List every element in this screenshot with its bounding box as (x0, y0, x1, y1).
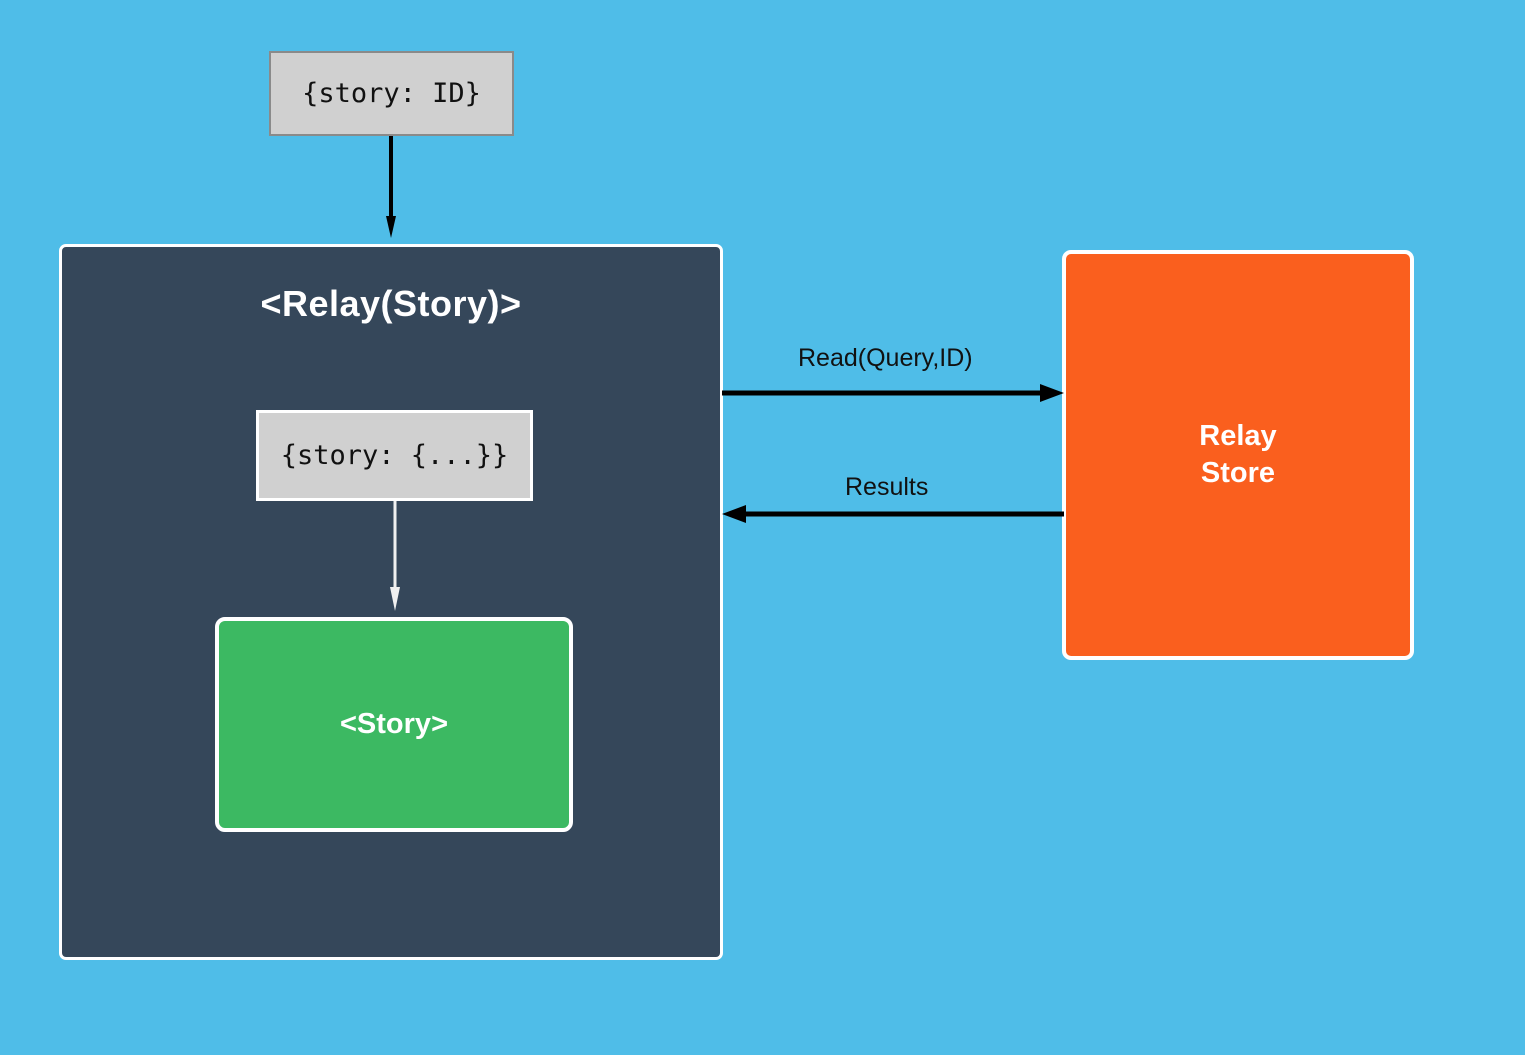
node-story-component: <Story> (215, 617, 573, 832)
edge-props-into-story-arrow (390, 501, 400, 611)
node-story-props: {story: {...}} (256, 410, 533, 501)
relay-story-title: <Relay(Story)> (260, 283, 522, 324)
node-relay-story-container: <Relay(Story)> {story: {...}} <Story> (59, 244, 723, 960)
node-story-id-props: {story: ID} (269, 51, 514, 136)
edge-results-arrow (722, 505, 1064, 523)
story-props-label: {story: {...}} (280, 440, 509, 471)
relay-store-label: Relay Store (1199, 419, 1277, 489)
node-relay-store: Relay Store (1062, 250, 1414, 660)
edge-label-read-query-id: Read(Query,ID) (798, 344, 973, 372)
edge-props-into-container-arrow (386, 136, 396, 238)
story-id-props-label: {story: ID} (302, 78, 481, 109)
edge-read-query-id-arrow (722, 384, 1064, 402)
story-component-label: <Story> (340, 708, 448, 740)
edge-label-results: Results (845, 473, 929, 501)
